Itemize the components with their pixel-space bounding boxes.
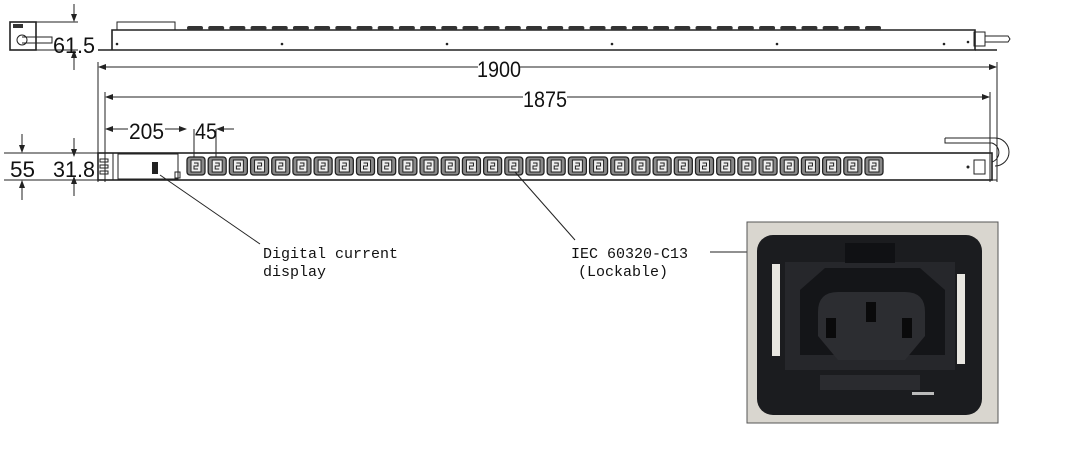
c13-outlet xyxy=(694,156,715,176)
side-outlet-bump xyxy=(759,26,776,30)
c13-outlet xyxy=(588,156,609,176)
c13-outlet xyxy=(398,156,418,176)
side-outlet-bump xyxy=(208,26,225,30)
outlet-pitch-dimension: 45 xyxy=(195,119,217,144)
outlet-callout-line1: IEC 60320-C13 xyxy=(571,246,688,263)
c13-outlet xyxy=(716,156,736,176)
c13-outlet xyxy=(779,156,799,176)
c13-outlet xyxy=(377,156,397,176)
c13-outlet xyxy=(334,156,354,176)
c13-receptacle xyxy=(818,292,925,360)
side-outlet-bump xyxy=(674,26,691,30)
overall-length-dimension: 1900 xyxy=(477,57,521,82)
side-outlet-bump xyxy=(547,26,564,30)
power-cable xyxy=(985,35,1011,43)
side-outlet-bump xyxy=(335,26,352,30)
c13-outlet xyxy=(355,156,376,176)
side-outlet-bump xyxy=(229,26,246,30)
c13-outlet xyxy=(821,156,842,176)
side-view: 61.5 xyxy=(9,4,1011,70)
side-outlet-bump xyxy=(716,26,733,30)
end-bracket xyxy=(9,21,37,51)
c13-outlet xyxy=(313,156,333,176)
c13-socket-photo xyxy=(746,221,999,424)
side-outlet-bump xyxy=(589,26,606,30)
c13-outlet xyxy=(461,156,482,176)
display-callout-line1: Digital current xyxy=(263,246,398,263)
side-outlet-bump xyxy=(356,26,373,30)
side-outlet-bump xyxy=(568,26,585,30)
side-outlet-bump xyxy=(398,26,415,30)
c13-outlet xyxy=(271,156,291,176)
front-cable-gland xyxy=(973,159,986,175)
side-outlet-bump xyxy=(377,26,394,30)
pdu-body xyxy=(97,152,993,181)
cable-gland xyxy=(973,31,986,47)
c13-outlet xyxy=(737,156,757,176)
side-outlet-bump xyxy=(526,26,542,30)
digital-display xyxy=(152,162,158,174)
side-outlet-bump xyxy=(462,26,479,30)
c13-outlet xyxy=(292,156,312,176)
mounting-length-dimension: 1875 xyxy=(523,87,567,112)
body-depth-dimension: 31.8 xyxy=(53,157,95,182)
side-outlet-bump xyxy=(865,26,881,30)
outlet-callout-line2: (Lockable) xyxy=(578,264,668,281)
side-body xyxy=(98,29,976,51)
side-outlet-bump xyxy=(504,26,521,30)
c13-outlet xyxy=(758,156,778,176)
bracket-height-dimension: 61.5 xyxy=(53,33,95,58)
side-outlet-bump xyxy=(187,26,203,30)
side-outlet-bump xyxy=(314,26,331,30)
c13-outlet xyxy=(207,156,227,176)
side-outlet-bump xyxy=(822,26,839,30)
c13-outlet xyxy=(186,156,206,176)
side-outlet-bump xyxy=(801,26,818,30)
bracket-tab xyxy=(13,24,23,28)
c13-outlet xyxy=(864,156,884,176)
c13-outlet xyxy=(419,156,439,176)
c13-outlet xyxy=(800,156,821,176)
side-outlet-bump xyxy=(695,26,712,30)
side-outlet-bump xyxy=(610,26,627,30)
body-width-dimension: 55 xyxy=(10,157,35,182)
c13-outlet xyxy=(610,156,630,176)
outlet-row xyxy=(186,156,884,176)
side-outlet-bump xyxy=(737,26,754,30)
side-outlet-bump xyxy=(292,26,309,30)
callouts: Digital current display IEC 60320-C13 (L… xyxy=(159,171,747,281)
first-outlet-offset-dimension: 205 xyxy=(129,119,164,144)
side-outlet-bump xyxy=(271,26,288,30)
bracket-handle xyxy=(22,36,53,44)
side-outlet-bump xyxy=(250,26,267,30)
side-display-module xyxy=(116,21,176,31)
side-outlet-bump xyxy=(420,26,437,30)
display-callout-line2: display xyxy=(263,264,326,281)
front-view xyxy=(97,137,1010,181)
c13-outlet xyxy=(482,156,503,176)
c13-outlet xyxy=(525,156,545,176)
side-outlet-bump xyxy=(631,26,648,30)
side-outlet-bump xyxy=(483,26,500,30)
side-outlet-bump xyxy=(653,26,670,30)
c13-outlet xyxy=(249,156,270,176)
bracket-hole xyxy=(16,34,28,46)
c13-outlet xyxy=(228,156,249,176)
cable-hook xyxy=(944,137,1010,167)
c13-outlet xyxy=(631,156,651,176)
side-outlet-bump xyxy=(780,26,797,30)
side-outlet-bump xyxy=(843,26,860,30)
c13-outlet xyxy=(546,156,566,176)
c13-outlet xyxy=(673,156,693,176)
c13-outlet xyxy=(843,156,863,176)
display-module xyxy=(117,153,179,180)
c13-outlet xyxy=(440,156,460,176)
c13-outlet xyxy=(567,156,588,176)
side-outlet-bumps xyxy=(187,26,881,30)
side-outlet-bump xyxy=(441,26,458,30)
c13-outlet xyxy=(652,156,672,176)
c13-outlet xyxy=(504,156,524,176)
